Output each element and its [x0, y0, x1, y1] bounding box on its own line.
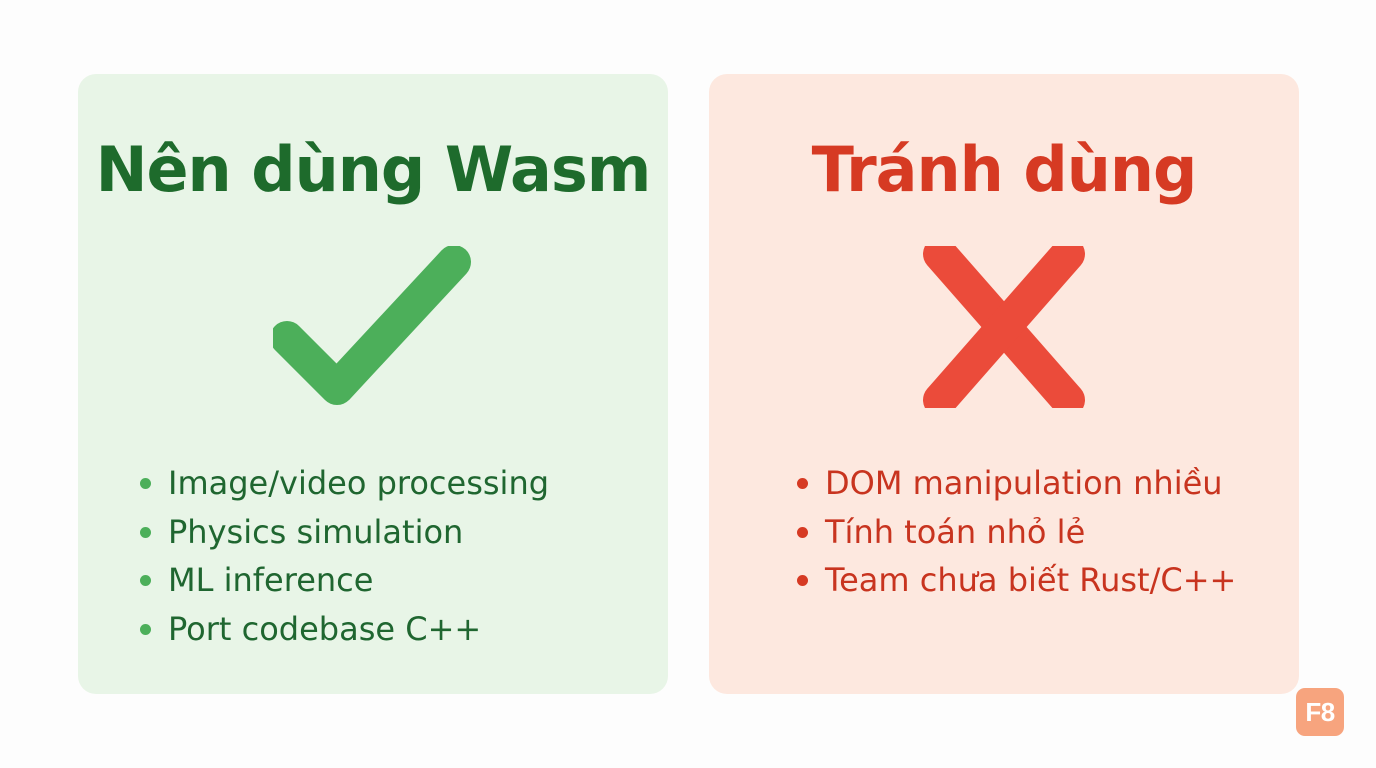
recommended-title: Nên dùng Wasm [95, 133, 652, 206]
list-item: Team chưa biết Rust/C++ [797, 556, 1236, 605]
avoid-title: Tránh dùng [811, 133, 1198, 206]
list-item: Physics simulation [140, 508, 549, 557]
recommended-panel: Nên dùng Wasm Image/video processing Phy… [78, 74, 668, 694]
cross-icon [904, 246, 1104, 408]
avoid-panel: Tránh dùng DOM manipulation nhiều Tính t… [709, 74, 1299, 694]
list-item: ML inference [140, 556, 549, 605]
list-item: DOM manipulation nhiều [797, 459, 1236, 508]
recommended-list: Image/video processing Physics simulatio… [140, 459, 549, 653]
brand-logo: F8 [1296, 688, 1344, 736]
check-icon [273, 246, 473, 408]
avoid-list: DOM manipulation nhiều Tính toán nhỏ lẻ … [797, 459, 1236, 605]
list-item: Image/video processing [140, 459, 549, 508]
list-item: Tính toán nhỏ lẻ [797, 508, 1236, 557]
list-item: Port codebase C++ [140, 605, 549, 654]
